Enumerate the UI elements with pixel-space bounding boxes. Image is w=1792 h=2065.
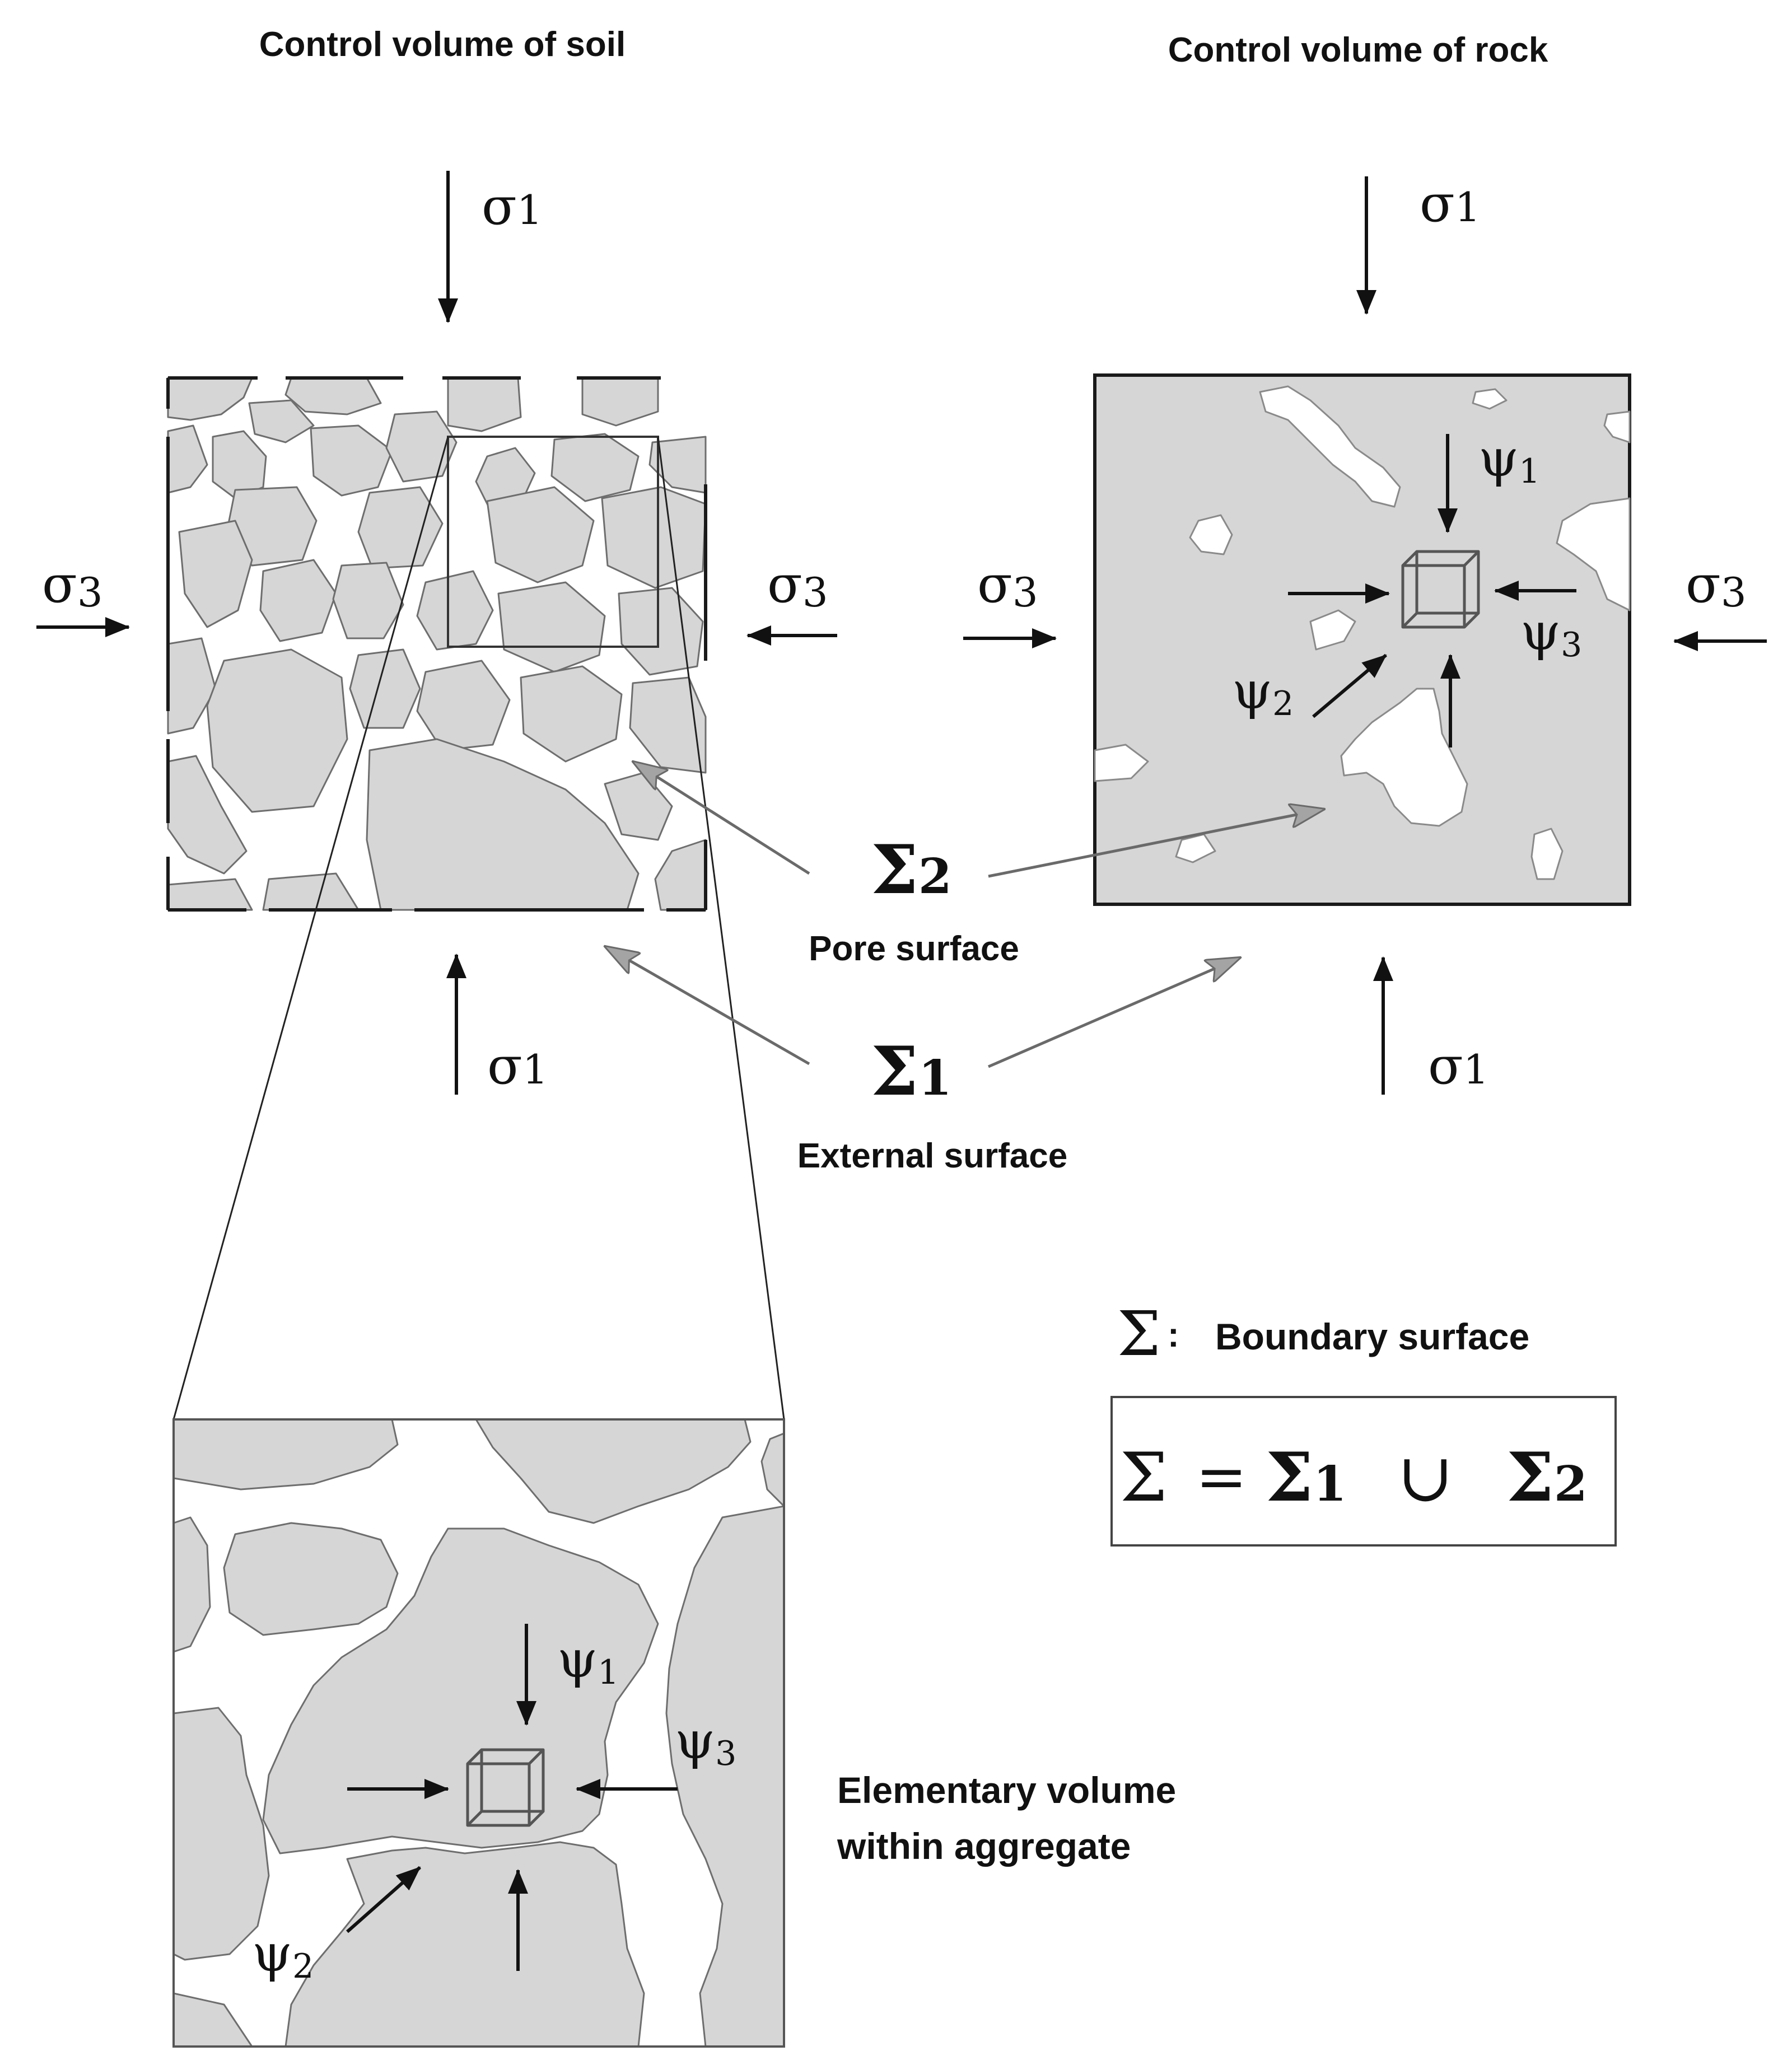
rock-psi1-label: ψ1: [1478, 428, 1540, 491]
boundary-surface-legend: Σ : Boundary surface: [1117, 1298, 1529, 1370]
svg-text:σ3: σ3: [1686, 554, 1747, 616]
union-formula-box: Σ = Σ1 ∪ Σ2: [1110, 1396, 1617, 1547]
svg-text:σ1: σ1: [1428, 1036, 1489, 1096]
rock-sigma1-bottom: σ1: [1373, 956, 1489, 1096]
sigma-legend-symbol: Σ: [1117, 1298, 1161, 1370]
soil-sigma3-right: σ3: [746, 554, 837, 646]
sigma2-symbol: Σ2: [871, 830, 952, 909]
svg-text:σ3: σ3: [767, 554, 828, 616]
external-surface-callout: Σ1 External surface: [605, 946, 1240, 1175]
within-aggregate-label: within aggregate: [837, 1825, 1131, 1867]
rock-title: Control volume of rock: [1168, 31, 1548, 69]
soil-sigma3-left: σ3: [36, 554, 130, 637]
soil-title: Control volume of soil: [259, 25, 626, 64]
soil-control-volume: [166, 376, 707, 912]
sigma-index: 1: [517, 186, 543, 233]
zoom-region: [447, 436, 659, 648]
soil-grains: [167, 377, 707, 911]
sigma-symbol: σ: [767, 554, 802, 614]
sigma-symbol: σ: [482, 176, 517, 236]
rock-sigma3-left: σ3: [963, 554, 1057, 648]
svg-text:σ3: σ3: [977, 554, 1038, 616]
rock-control-volume: ψ1 ψ3 ψ2: [1093, 373, 1631, 906]
rock-sigma3-right: σ3: [1673, 554, 1767, 651]
formula-union: ∪: [1397, 1439, 1454, 1517]
arrow-icon: [346, 1866, 421, 1933]
inset-psi1-label: ψ1: [557, 1629, 619, 1692]
sigma-index: 1: [522, 1046, 548, 1093]
svg-text:σ1: σ1: [1420, 174, 1481, 233]
inset-psi3-label: ψ3: [675, 1711, 736, 1773]
svg-text:σ1: σ1: [487, 1036, 548, 1096]
rock-psi3-label: ψ3: [1520, 602, 1582, 665]
arrow-icon: [1312, 653, 1387, 718]
sigma-symbol: σ: [42, 554, 77, 614]
sigma-index: 3: [77, 569, 103, 616]
zoom-line-left: [172, 436, 449, 1420]
formula-sigma1: Σ1: [1266, 1438, 1347, 1517]
pore-surface-label: Pore surface: [809, 929, 1019, 968]
zoom-line-right: [657, 436, 785, 1420]
inset-grains: [172, 1418, 785, 2048]
sigma-symbol: σ: [487, 1036, 522, 1096]
svg-text:σ1: σ1: [482, 176, 543, 236]
sigma-index: 3: [802, 569, 828, 616]
rock-psi2-label: ψ2: [1232, 661, 1294, 723]
formula-sigma: Σ: [1120, 1439, 1168, 1517]
formula-equals: =: [1196, 1441, 1247, 1512]
svg-text:σ3: σ3: [42, 554, 103, 616]
rock-pores: [1094, 385, 1631, 880]
elementary-volume-label: Elementary volume: [837, 1769, 1176, 1811]
cube-icon: [1401, 550, 1480, 629]
pore-surface-callout: Σ2 Pore surface: [633, 761, 1324, 968]
boundary-surface-label: Boundary surface: [1215, 1316, 1529, 1357]
inset-psi2-label: ψ2: [252, 1923, 314, 1986]
formula-sigma2: Σ2: [1506, 1438, 1588, 1517]
soil-sigma1-top: σ1: [438, 171, 543, 323]
external-surface-label: External surface: [797, 1137, 1067, 1175]
cube-icon: [466, 1748, 545, 1827]
sigma1-symbol: Σ1: [871, 1032, 952, 1111]
soil-external-boundary: [166, 376, 707, 912]
legend-colon: :: [1168, 1316, 1179, 1354]
soil-sigma1-bottom: σ1: [446, 954, 548, 1096]
zoom-inset: ψ1 ψ3 ψ2: [172, 1418, 785, 2048]
rock-sigma1-top: σ1: [1356, 174, 1481, 315]
